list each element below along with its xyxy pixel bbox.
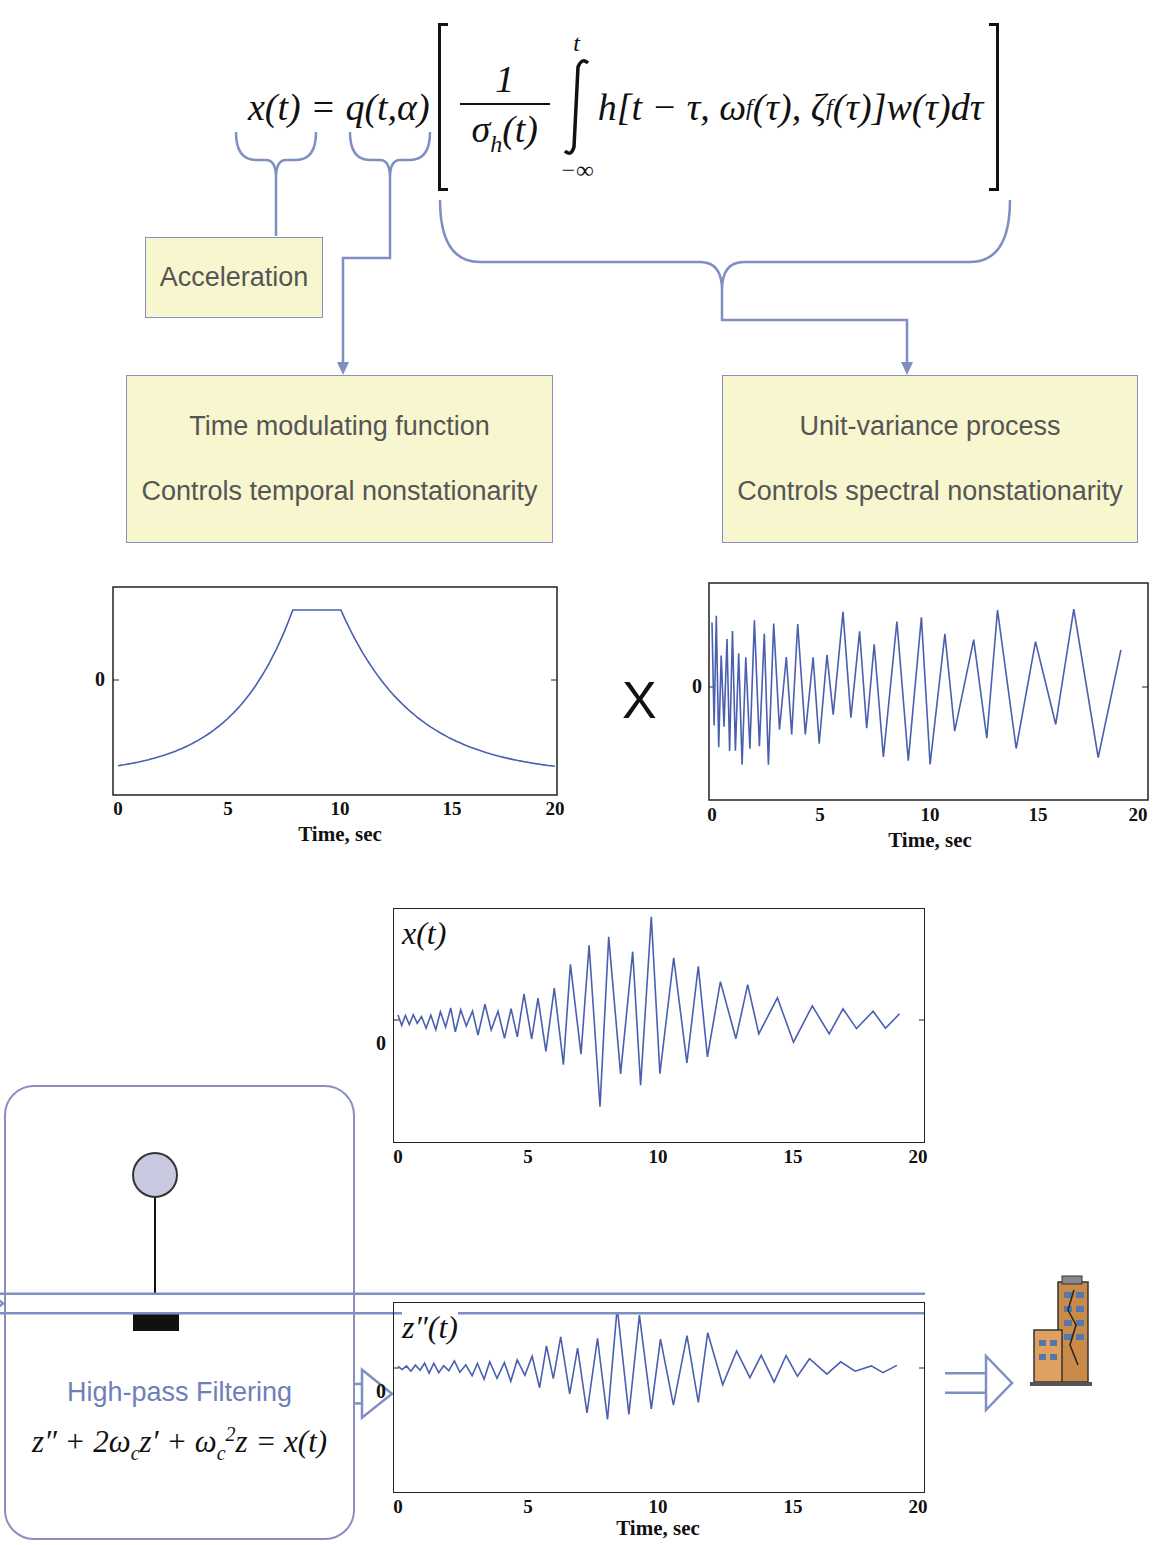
signal-name: x(t): [402, 915, 446, 952]
tick-label: 20: [1129, 804, 1148, 826]
upper-limit: t: [573, 30, 580, 57]
denominator: σh(t): [471, 107, 538, 158]
filter-equation: z″ + 2ωcz′ + ωc2z = x(t): [6, 1423, 353, 1465]
tick-label: 5: [523, 1496, 533, 1518]
tick-label: 0: [393, 1496, 403, 1518]
axis-title: Time, sec: [616, 1516, 700, 1541]
hollow-arrow: [944, 1356, 1012, 1410]
superscript: 2: [226, 1423, 236, 1445]
equation: x(t) = q(t,α) 1 σh(t) t −∞ h[t − τ, ωf(τ…: [248, 12, 999, 202]
tick-label: 0: [707, 804, 717, 826]
equation-term: x(t) = q(t,α): [248, 85, 430, 129]
acceleration-signal: [398, 917, 900, 1107]
tick-label: 5: [815, 804, 825, 826]
unit-variance-signal: [712, 609, 1121, 765]
fraction: 1 σh(t): [460, 57, 550, 158]
axis-title: Time, sec: [298, 822, 382, 847]
equation-term: z″ + 2ω: [32, 1424, 131, 1459]
box-title: Time modulating function: [189, 411, 490, 442]
arrow-head: [337, 362, 349, 375]
argument: (t): [502, 108, 538, 150]
label-box: Acceleration: [145, 237, 324, 318]
brace: [236, 132, 1010, 366]
envelope-curve: [118, 610, 555, 766]
zero-tick: [709, 687, 1148, 688]
subscript: f: [826, 94, 833, 121]
hollow-arrow: [355, 1370, 392, 1418]
fraction-bar: [460, 103, 550, 105]
label-box: Time modulating functionControls tempora…: [126, 375, 552, 543]
numerator: 1: [495, 57, 514, 101]
arrow-head: [901, 362, 913, 375]
tick-label: 10: [331, 798, 350, 820]
equation-term: h[t − τ, ω: [598, 85, 746, 129]
box-subtitle: Controls spectral nonstationarity: [737, 476, 1123, 507]
bracket: [438, 23, 448, 191]
plot-frame: [709, 583, 1148, 800]
subscript: f: [746, 94, 753, 121]
tick-label: 0: [393, 1146, 403, 1168]
subscript: c: [131, 1442, 140, 1464]
tick-label: 10: [649, 1146, 668, 1168]
tick-label: 5: [523, 1146, 533, 1168]
building-icon: [1030, 1276, 1092, 1386]
tick-label: 0: [113, 798, 123, 820]
tick-label: 10: [649, 1496, 668, 1518]
box-title: Acceleration: [160, 262, 309, 293]
hollow-arrow: [0, 1279, 925, 1327]
signal-name: z″(t): [402, 1309, 458, 1346]
equation-term: z′ + ω: [140, 1424, 217, 1459]
equation-term: (τ)]w(τ)dτ: [833, 85, 984, 129]
tick-label: 20: [909, 1496, 928, 1518]
zero-tick: [393, 1020, 925, 1021]
symbol: σ: [471, 108, 490, 150]
box-subtitle: Controls temporal nonstationarity: [141, 476, 537, 507]
label-box: Unit-variance processControls spectral n…: [722, 375, 1138, 543]
filtered-signal: [398, 1308, 897, 1420]
pendulum-base: [133, 1313, 179, 1331]
bracket: [989, 23, 999, 191]
tick-label: 15: [784, 1146, 803, 1168]
axis-zero: 0: [95, 668, 105, 691]
integral: t −∞: [560, 30, 594, 184]
tick-label: 20: [546, 798, 565, 820]
subscript: c: [217, 1442, 226, 1464]
plot-frame: x(t): [393, 908, 925, 1143]
box-title: Unit-variance process: [799, 411, 1060, 442]
tick-label: 15: [1029, 804, 1048, 826]
box-title: High-pass Filtering: [6, 1377, 353, 1408]
multiply-sign: X: [622, 670, 657, 730]
tick-label: 15: [784, 1496, 803, 1518]
axis-zero: 0: [692, 675, 702, 698]
subscript: h: [490, 131, 502, 157]
axis-zero: 0: [376, 1032, 386, 1055]
integral-sign: [560, 57, 594, 157]
plot-frame: z″(t): [393, 1302, 925, 1493]
plot-frame: [113, 587, 557, 795]
axis-zero: 0: [376, 1380, 386, 1403]
filter-box: High-pass Filteringz″ + 2ωcz′ + ωc2z = x…: [4, 1085, 355, 1540]
axis-title: Time, sec: [888, 828, 972, 853]
equation-term: (τ), ζ: [753, 85, 826, 129]
pendulum-mass: [133, 1153, 177, 1197]
tick-label: 20: [909, 1146, 928, 1168]
equation-term: z = x(t): [236, 1424, 328, 1459]
lower-limit: −∞: [560, 157, 593, 184]
zero-tick: [113, 680, 557, 681]
zero-tick: [393, 1368, 925, 1369]
tick-label: 15: [443, 798, 462, 820]
tick-label: 5: [223, 798, 233, 820]
tick-label: 10: [921, 804, 940, 826]
